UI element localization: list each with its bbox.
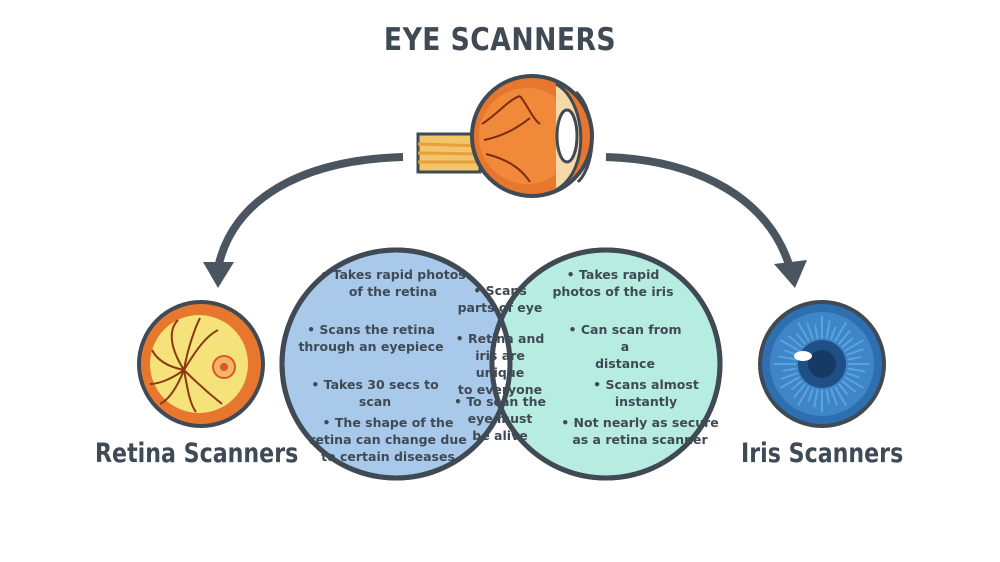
arrow-to-retina — [214, 153, 404, 269]
retina-point: • Takes 30 secs to scan — [311, 377, 439, 409]
retina-scanners-label: Retina Scanners — [95, 438, 299, 469]
iris-ray — [846, 348, 864, 357]
iris-ray — [844, 376, 865, 389]
iris-ray — [829, 388, 838, 406]
iris-point: • Not nearly as secure as a retina scann… — [561, 415, 719, 447]
iris-ray — [792, 383, 807, 399]
iris-point: • Scans almost instantly — [593, 377, 699, 409]
iris-ray — [846, 371, 860, 379]
retina-point: • Takes rapid photos of the retina — [320, 267, 466, 299]
iris-ray — [841, 337, 854, 349]
iris-ray — [780, 371, 798, 380]
iris-ray — [847, 356, 862, 361]
iris-ray — [825, 389, 830, 404]
iris-ray — [807, 388, 815, 402]
iris-ray — [814, 324, 819, 339]
arrow-to-iris-head — [774, 260, 807, 288]
iris-ray — [797, 386, 810, 407]
iris-ray — [787, 334, 803, 349]
retina-icon — [137, 300, 265, 428]
iris-ray — [795, 332, 807, 345]
iris-icon — [758, 300, 886, 428]
iris-ray — [813, 389, 819, 408]
iris-ray — [797, 321, 810, 342]
iris-ray — [778, 355, 797, 361]
iris-ray — [806, 322, 815, 340]
iris-ray — [834, 321, 847, 342]
iris-ray — [847, 367, 866, 373]
iris-point: • Takes rapid photos of the iris — [552, 267, 674, 299]
shared-point: • Scans parts of eye — [457, 283, 543, 315]
iris-ray — [782, 367, 797, 372]
iris-ray — [841, 379, 857, 394]
iris-ray — [829, 326, 837, 340]
shared-point: • To scan the eye must be alive — [453, 394, 547, 443]
iris-ray — [825, 320, 831, 339]
iris-ray — [834, 386, 847, 407]
page-title: EYE SCANNERS — [383, 22, 617, 58]
retina-point: • The shape of the retina can change due… — [309, 415, 467, 464]
iris-ray — [779, 339, 800, 352]
iris-ray — [790, 379, 803, 391]
arrow-to-iris — [605, 153, 794, 270]
shared-point: • Retina and iris are unique to everyone — [455, 331, 545, 397]
iris-ray — [837, 383, 849, 396]
iris-ray — [779, 376, 800, 389]
iris-ray — [844, 339, 865, 352]
eyeball-cross-section-icon — [416, 74, 594, 198]
retina-point: • Scans the retina through an eyepiece — [298, 322, 444, 354]
iris-point: • Can scan from a distance — [568, 322, 682, 371]
arrow-to-retina-head — [203, 262, 234, 288]
iris-scanners-label: Iris Scanners — [741, 438, 904, 469]
iris-ray — [837, 329, 852, 345]
